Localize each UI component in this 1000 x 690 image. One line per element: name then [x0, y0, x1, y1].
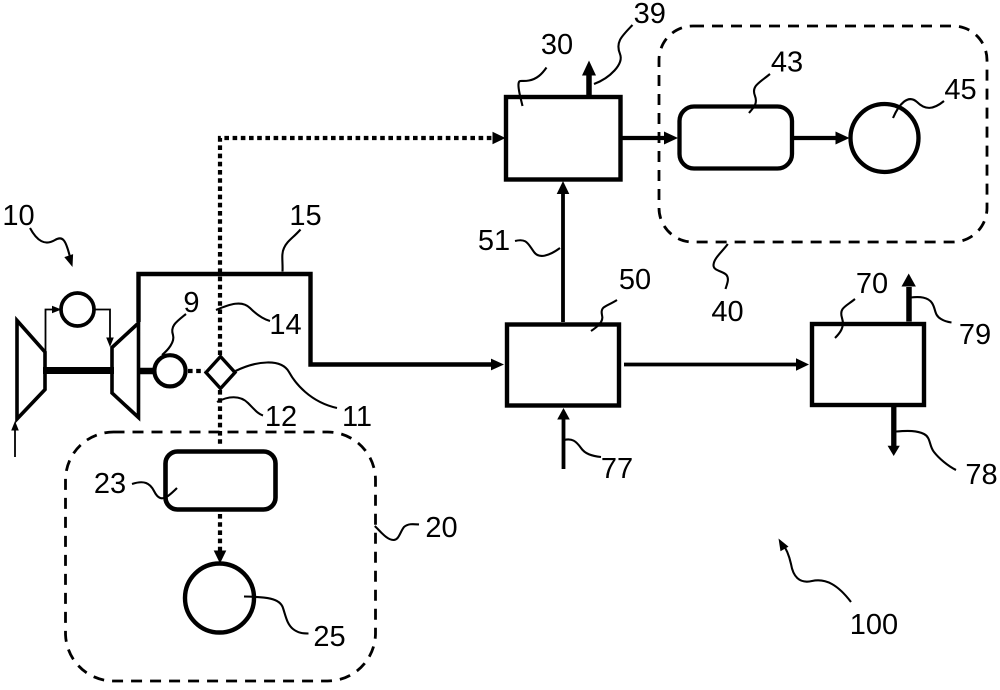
svg-text:30: 30: [541, 29, 573, 61]
svg-text:11: 11: [342, 401, 372, 433]
svg-text:43: 43: [771, 47, 803, 79]
svg-text:50: 50: [619, 264, 651, 296]
svg-text:79: 79: [959, 319, 991, 351]
svg-text:9: 9: [183, 287, 199, 319]
svg-text:40: 40: [711, 296, 743, 328]
svg-text:23: 23: [94, 468, 126, 500]
svg-text:45: 45: [944, 74, 976, 106]
svg-text:20: 20: [425, 512, 457, 544]
svg-text:78: 78: [965, 459, 997, 491]
svg-text:77: 77: [601, 453, 633, 485]
svg-text:70: 70: [856, 268, 888, 300]
svg-text:15: 15: [289, 200, 321, 232]
svg-text:100: 100: [850, 609, 898, 641]
svg-text:12: 12: [265, 401, 297, 433]
svg-text:10: 10: [2, 200, 34, 232]
svg-text:39: 39: [634, 0, 666, 30]
svg-text:14: 14: [269, 309, 301, 341]
svg-text:25: 25: [313, 621, 345, 653]
svg-text:51: 51: [478, 225, 510, 257]
